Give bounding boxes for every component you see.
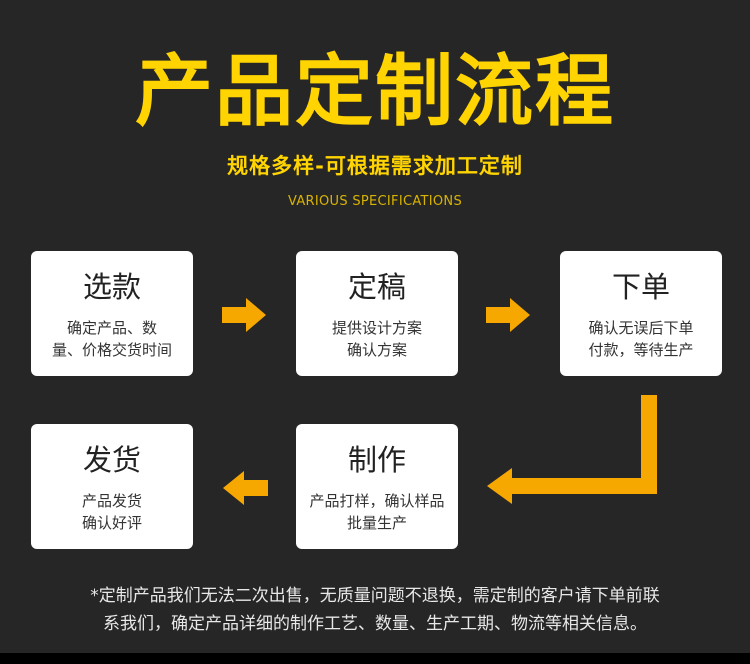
step-desc: 产品打样，确认样品 [309, 492, 445, 510]
subtitle-en: VARIOUS SPECIFICATIONS [287, 194, 463, 209]
bottom-bar [0, 653, 750, 664]
arrow-right-icon [486, 298, 530, 332]
step-finalize: 定稿 提供设计方案确认方案 [296, 251, 458, 376]
page-title: 产品定制流程 [134, 47, 615, 137]
arrow-right-icon [222, 298, 266, 332]
disclaimer-note: *定制产品我们无法二次出售，无质量问题不退换，需定制的客户请下单前联 系我们，确… [40, 582, 710, 638]
step-desc: 提供设计方案 [331, 319, 422, 337]
note-line: *定制产品我们无法二次出售，无质量问题不退换，需定制的客户请下单前联 [90, 586, 660, 606]
step-desc: 确认好评 [81, 514, 142, 532]
step-desc: 批量生产 [346, 514, 407, 532]
arrow-left-icon [223, 471, 268, 505]
step-title: 定稿 [347, 270, 406, 304]
step-title: 下单 [611, 270, 670, 304]
step-desc: 产品发货 [81, 492, 142, 510]
arrow-connector-icon [487, 395, 657, 504]
step-desc: 量、价格交货时间 [51, 341, 172, 359]
step-desc: 确定产品、数 [66, 319, 157, 337]
subtitle: 规格多样-可根据需求加工定制 [227, 154, 523, 178]
step-title: 选款 [82, 270, 141, 304]
step-desc: 付款，等待生产 [588, 341, 694, 359]
step-title: 发货 [82, 443, 141, 477]
step-select: 选款 确定产品、数量、价格交货时间 [31, 251, 193, 376]
step-order: 下单 确认无误后下单付款，等待生产 [560, 251, 722, 376]
step-desc: 确认方案 [346, 341, 407, 359]
step-title: 制作 [347, 443, 406, 477]
step-desc: 确认无误后下单 [588, 319, 694, 337]
step-ship: 发货 产品发货确认好评 [31, 424, 193, 549]
note-line: 系我们，确定产品详细的制作工艺、数量、生产工期、物流等相关信息。 [103, 614, 647, 634]
step-produce: 制作 产品打样，确认样品批量生产 [296, 424, 458, 549]
